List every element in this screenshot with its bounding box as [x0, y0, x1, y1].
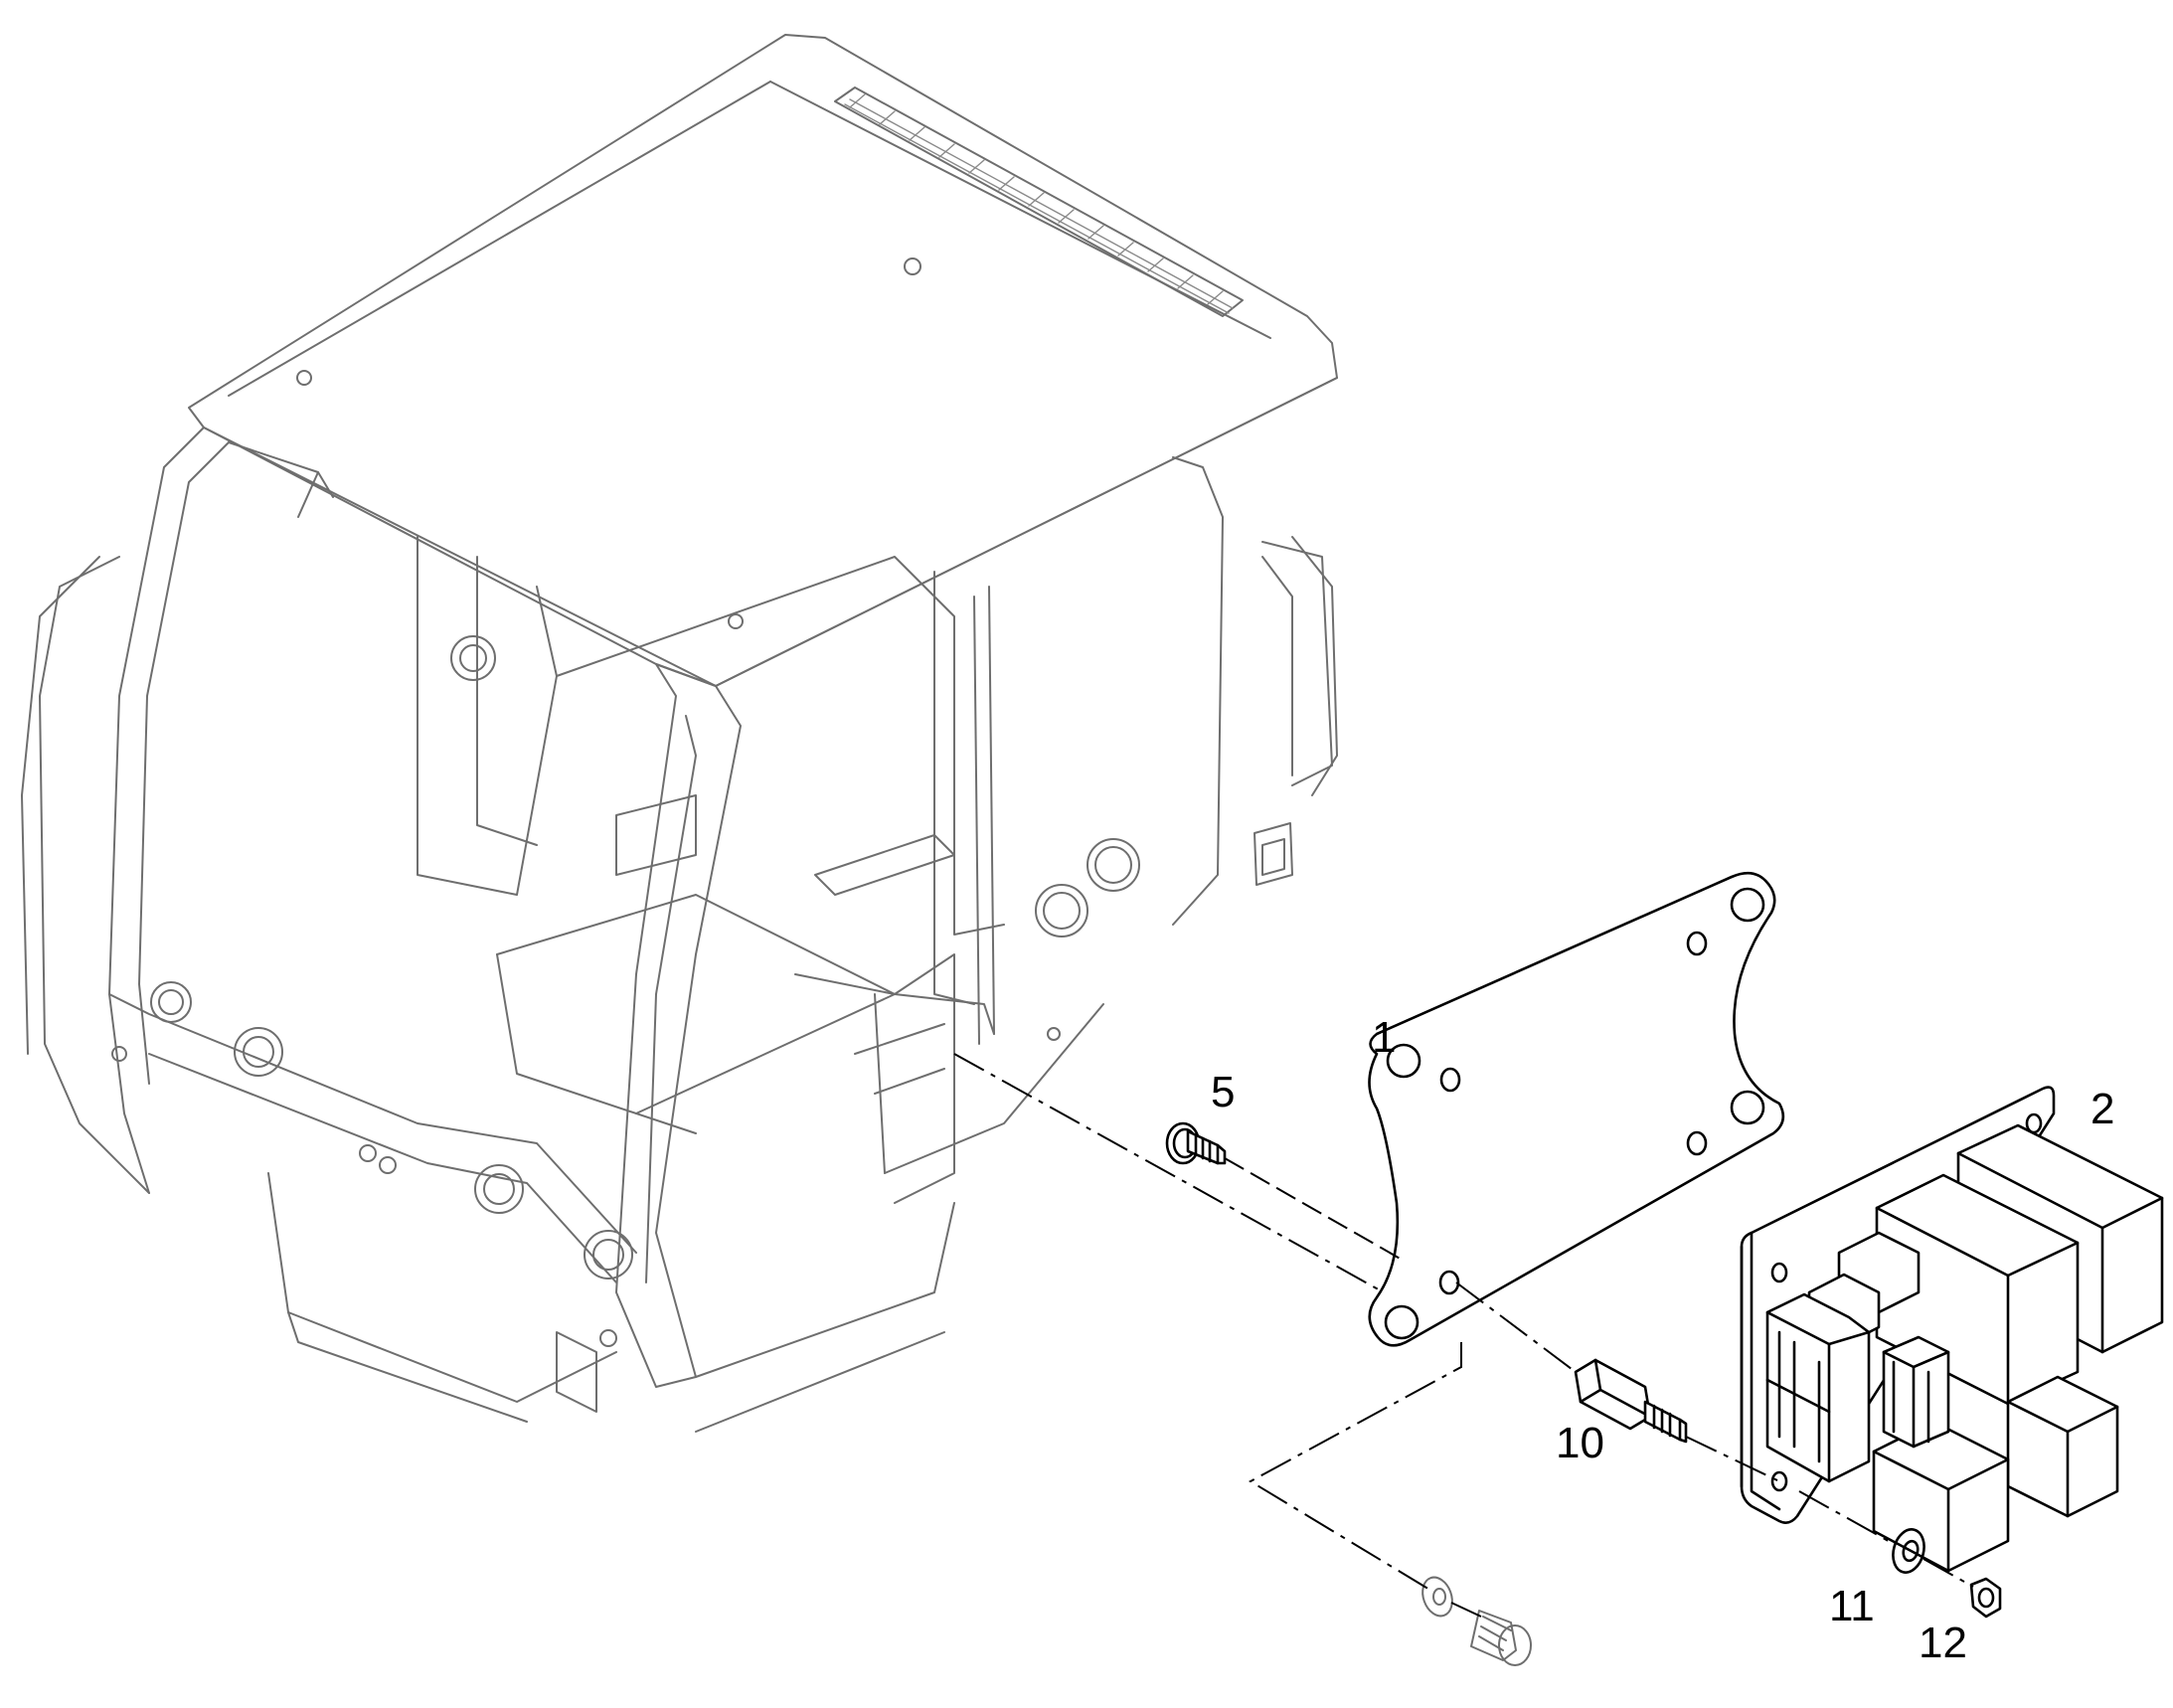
- callout-5: 5: [1211, 1068, 1236, 1116]
- callout-2: 2: [2090, 1085, 2115, 1133]
- part-12-nut: [1969, 1577, 2002, 1619]
- roof-vent-grid: [834, 86, 1244, 317]
- callout-12: 12: [1919, 1619, 1967, 1667]
- part-10-spacer: [1574, 1358, 1688, 1444]
- dash-vents: [150, 635, 1140, 1280]
- cab-front-pillar: [615, 663, 742, 1388]
- part-2-relay-module: [1740, 1086, 2164, 1573]
- part-11-washer: [1892, 1528, 1925, 1574]
- lower-screw-and-washer: [1421, 1576, 1532, 1666]
- assembly-lines: [953, 1053, 1974, 1618]
- cab-roof: [188, 34, 1338, 687]
- cab-left-door-frame: [108, 427, 205, 1194]
- cab-assembly: [21, 34, 1338, 1433]
- part-1-plate: [1368, 871, 1785, 1347]
- callout-1: 1: [1372, 1013, 1397, 1062]
- plate-1-outline: [1368, 871, 1785, 1347]
- cab-rear-wall: [417, 536, 1005, 936]
- callout-10: 10: [1556, 1419, 1604, 1467]
- part-5-screw: [1165, 1121, 1227, 1165]
- callout-11: 11: [1829, 1582, 1875, 1630]
